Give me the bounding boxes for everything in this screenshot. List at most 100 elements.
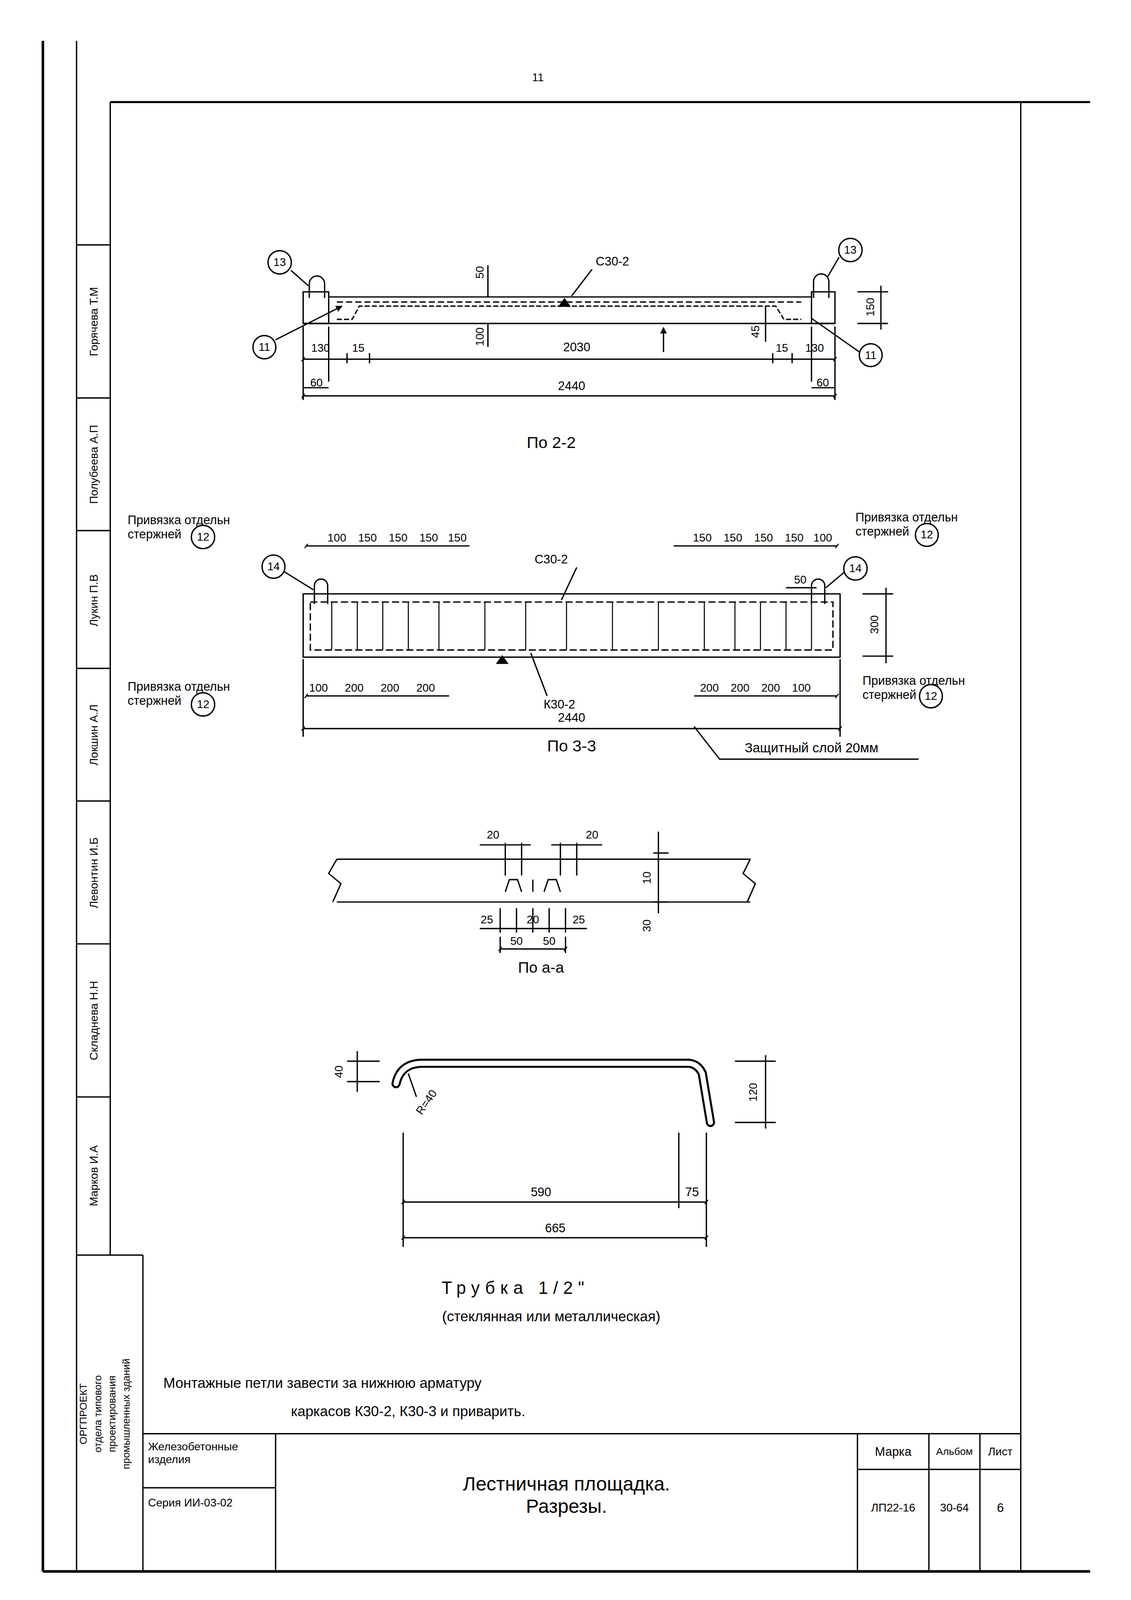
drawing-label: 200 [416,681,435,695]
drawing-label: Полубеева А.П [87,424,101,504]
drawing-label: 665 [545,1220,566,1236]
callout-circle: 11 [858,343,884,368]
drawing-label: По 3-3 [547,736,596,756]
drawing-label: 120 [746,1082,760,1102]
callout-circle: 14 [261,554,287,579]
callout-number: 12 [924,689,938,703]
drawing-label: отдела типового [92,1375,105,1453]
callout-circle: 14 [843,556,868,581]
drawing-label: По 2-2 [526,433,576,453]
drawing-label: 200 [380,681,400,695]
drawing-label: 15 [352,341,365,355]
drawing-label: Марков И.А [87,1145,101,1207]
drawing-label: 30-64 [939,1501,969,1514]
drawing-label: Горячева Т.М [87,286,101,357]
drawing-label: 150 [388,531,408,545]
drawing-label: 150 [419,531,438,545]
drawing-label: 6 [996,1500,1004,1515]
drawing-label: 150 [358,531,377,545]
drawing-label: 11 [531,71,544,84]
drawing-label: 130 [311,341,330,355]
drawing-label: Трубка 1/2" [441,1278,590,1299]
drawing-label: 300 [868,615,881,635]
drawing-label: ОРГПРОЕКТ [78,1383,90,1445]
drawing-label: Монтажные петли завести за нижнюю армату… [163,1375,482,1392]
callout-circle: 12 [190,524,216,550]
callout-circle: 12 [918,683,944,709]
drawing-label: 100 [327,531,347,545]
drawing-label: По а-а [518,959,565,977]
drawing-label: Привязка отдельн стержней [127,679,251,709]
callout-number: 13 [844,243,857,257]
drawing-label: каркасов К30-2, К30-3 и приварить. [291,1403,526,1420]
callout-circle: 13 [267,250,292,275]
callout-number: 11 [865,349,877,362]
drawing-label: Левонтин И.Б [87,837,101,909]
callout-circle: 13 [838,237,863,263]
drawing-label: Альбом [936,1445,973,1458]
drawing-label: 2030 [562,339,591,355]
drawing-label: 50 [542,934,556,948]
drawing-label: Железобетонные изделия [147,1440,271,1467]
drawing-label: ЛП22-16 [870,1501,916,1514]
drawing-label: 100 [792,681,811,695]
drawing-label: 20 [585,828,599,842]
drawing-label: Лукин П.В [87,573,101,627]
callout-circle: 11 [252,334,277,360]
callout-number: 13 [273,255,286,269]
callout-circle: 12 [190,692,216,717]
drawing-label: 50 [473,266,486,279]
drawing-label: 590 [530,1185,552,1200]
drawing-label: 100 [813,531,833,545]
drawing-label: промышленных зданий [120,1358,133,1470]
drawing-label: Марка [875,1444,912,1459]
callout-number: 14 [849,562,862,575]
drawing-label: Серия ИИ-03-02 [147,1496,269,1510]
drawing-label: Складнева Н.Н [87,980,101,1061]
drawing-label: Привязка отдельн стержней [127,513,251,542]
drawing-label: 75 [685,1185,699,1200]
drawing-label: 20 [526,913,539,927]
drawing-label: 45 [748,325,762,338]
drawing-label: 40 [332,1065,346,1079]
drawing-label: 150 [448,531,467,545]
drawing-label: 2440 [557,710,586,725]
drawing-label: 30 [640,919,654,933]
drawing-label: 150 [723,531,743,545]
drawing-label: 10 [640,871,654,884]
drawing-label: проектирования [106,1375,119,1453]
drawing-label: Лист [988,1444,1013,1458]
drawing-label: 25 [572,913,585,927]
callout-number: 11 [258,340,271,354]
drawing-label: 150 [864,297,877,317]
drawing-label: 100 [473,327,486,347]
drawing-label: 100 [309,681,329,695]
callout-number: 14 [267,560,280,574]
drawing-label: 2440 [557,378,586,393]
drawing-label: 200 [761,681,781,695]
drawing-label: 200 [699,681,719,695]
drawing-label: С30-2 [595,254,630,269]
drawing-label: 60 [310,376,323,390]
drawing-label: R=40 [413,1087,440,1118]
drawing-label: 200 [344,681,364,695]
sheet-title: Лестничная площадка. Разрезы. [438,1473,694,1518]
callout-number: 12 [197,698,210,711]
callout-circle: 12 [914,522,940,548]
drawing-label: С30-2 [534,552,569,567]
drawing-label: 60 [816,376,829,390]
drawing-label: 150 [754,531,773,545]
drawing-label: 50 [510,934,523,948]
drawing-label: (стеклянная или металлическая) [442,1308,661,1325]
drawing-label: 150 [693,531,712,545]
drawing-label: 150 [784,531,804,545]
callout-number: 12 [197,530,210,544]
callout-number: 12 [920,528,933,542]
drawing-label: Локшин А.Л [87,704,101,766]
drawing-label: 15 [775,341,788,355]
drawing-label: 50 [793,573,807,587]
drawing-label: Защитный слой 20мм [744,740,879,756]
drawing-label: 130 [805,341,824,355]
drawing-label: 200 [730,681,750,695]
